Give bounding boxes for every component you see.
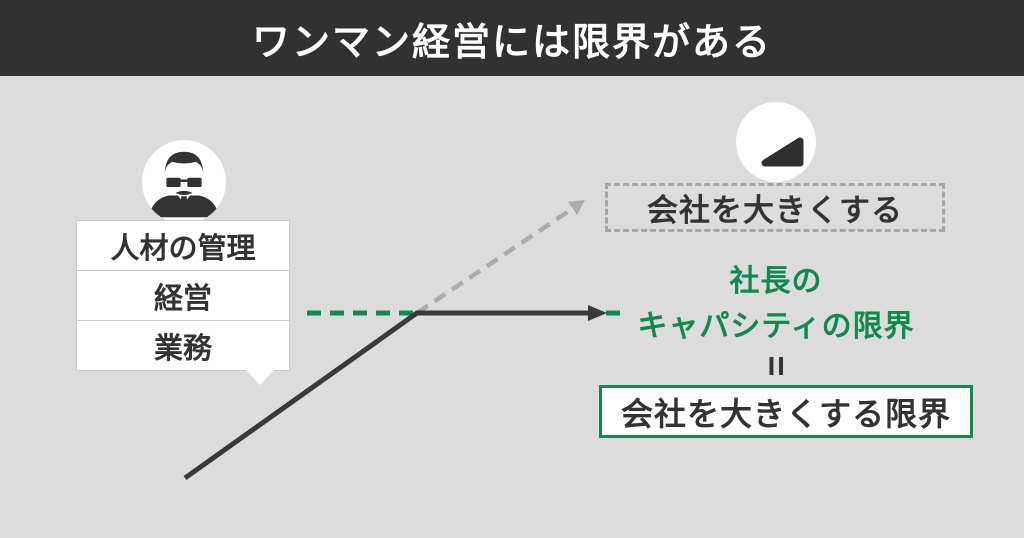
growth-badge: [736, 102, 816, 182]
capacity-line1: 社長の: [729, 265, 823, 298]
title-bar: ワンマン経営には限界がある: [0, 0, 1024, 76]
speech-bubble-tail: [246, 370, 274, 385]
growth-wedge-icon: [761, 137, 804, 167]
growth-limit-box: 会社を大きくする限界: [599, 385, 973, 438]
goal-label: 会社を大きくする: [647, 193, 903, 228]
role-item: 経営: [76, 270, 290, 321]
role-item: 業務: [76, 320, 290, 371]
page-title: ワンマン経営には限界がある: [251, 21, 772, 64]
president-roles-bubble: 人材の管理 経営 業務: [76, 220, 290, 371]
grow-company-goal-box: 会社を大きくする: [605, 183, 945, 232]
role-item: 人材の管理: [76, 220, 290, 271]
businessman-icon: [148, 151, 220, 218]
capacity-limit-text: 社長の キャパシティの限界: [590, 259, 962, 349]
capacity-line2: キャパシティの限界: [637, 310, 915, 343]
role-label: 業務: [153, 332, 212, 365]
limit-label: 会社を大きくする限界: [620, 395, 951, 432]
president-avatar: [142, 140, 226, 224]
equals-sign: =: [757, 355, 798, 377]
role-label: 人材の管理: [110, 232, 256, 265]
dashed-aspiration-arrow: [415, 200, 585, 315]
role-label: 経営: [153, 282, 212, 315]
